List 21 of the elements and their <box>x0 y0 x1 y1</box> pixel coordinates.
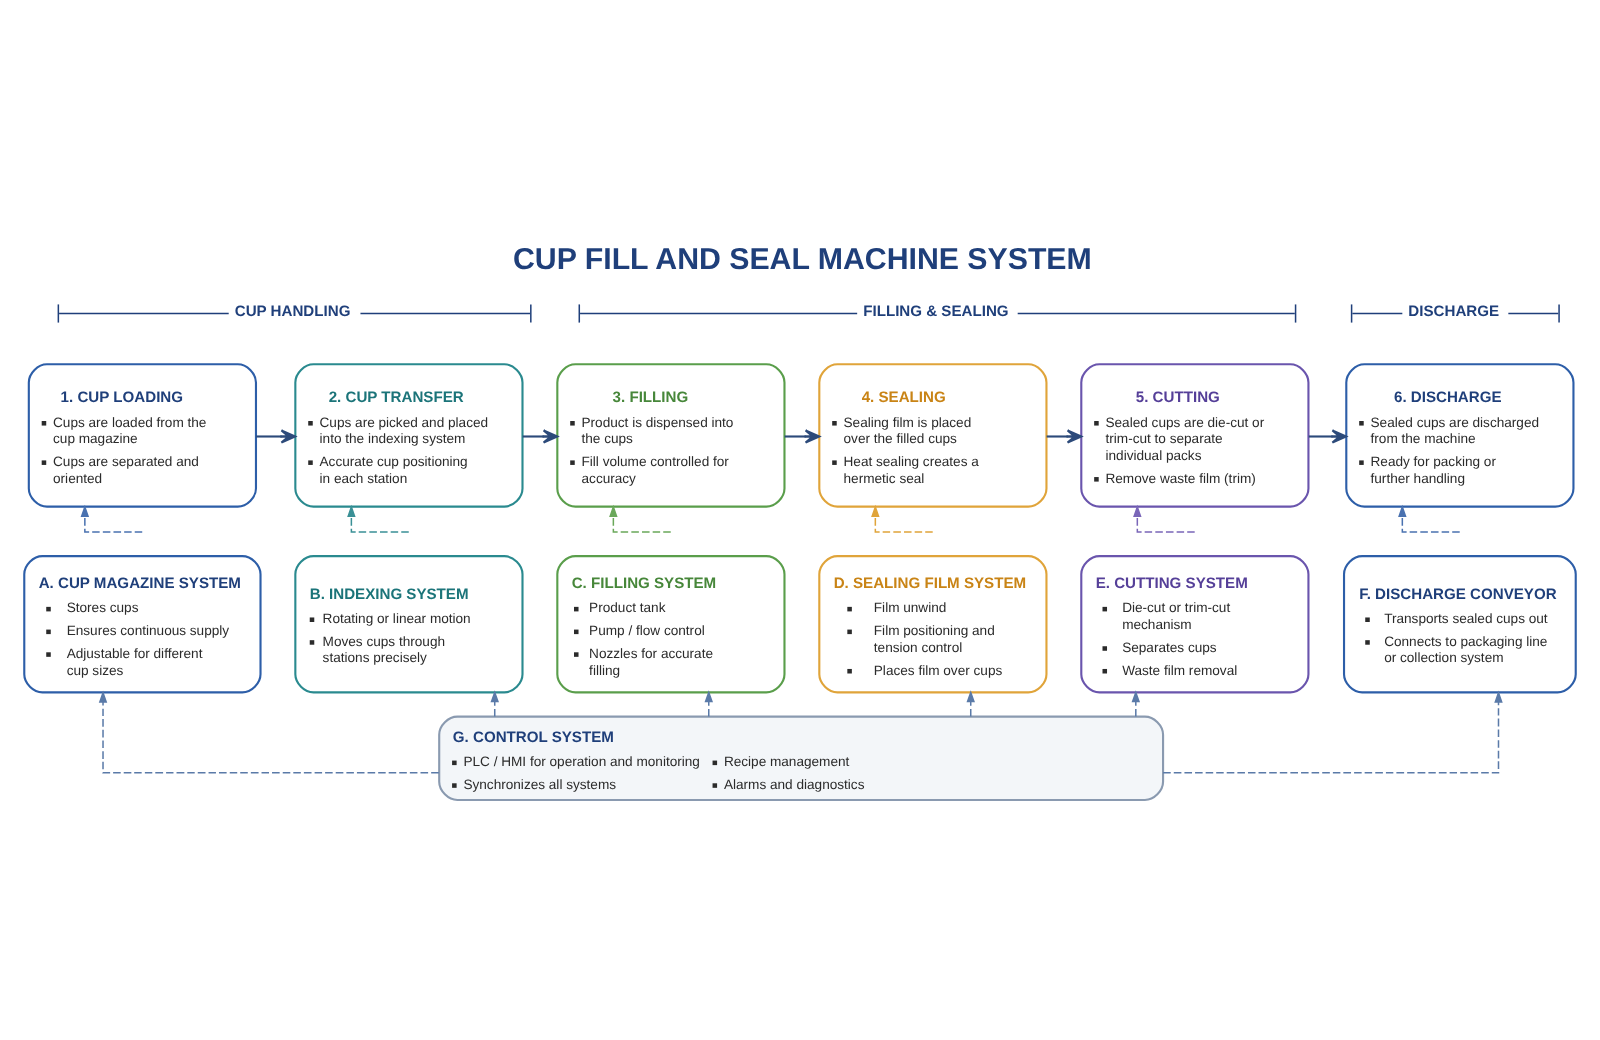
arrow <box>1162 690 1503 774</box>
arrow <box>1133 504 1196 533</box>
label: FILLING & SEALING <box>863 301 1009 320</box>
arrow <box>1308 429 1348 444</box>
arrow <box>966 690 975 718</box>
diagram-title: CUP FILL AND SEAL MACHINE SYSTEM <box>513 242 1092 277</box>
arrow <box>98 690 440 774</box>
arrow <box>1046 429 1083 444</box>
arrow <box>1398 504 1461 533</box>
arrow <box>347 504 410 533</box>
arrow <box>522 429 559 444</box>
arrow <box>256 429 297 444</box>
label: CUP HANDLING <box>234 301 351 320</box>
arrow <box>784 429 821 444</box>
label: DISCHARGE <box>1408 301 1500 320</box>
arrow <box>490 690 499 718</box>
arrow <box>1131 690 1141 718</box>
arrow <box>704 690 713 718</box>
arrow <box>80 504 143 533</box>
arrow <box>871 504 934 533</box>
arrow <box>609 504 672 533</box>
